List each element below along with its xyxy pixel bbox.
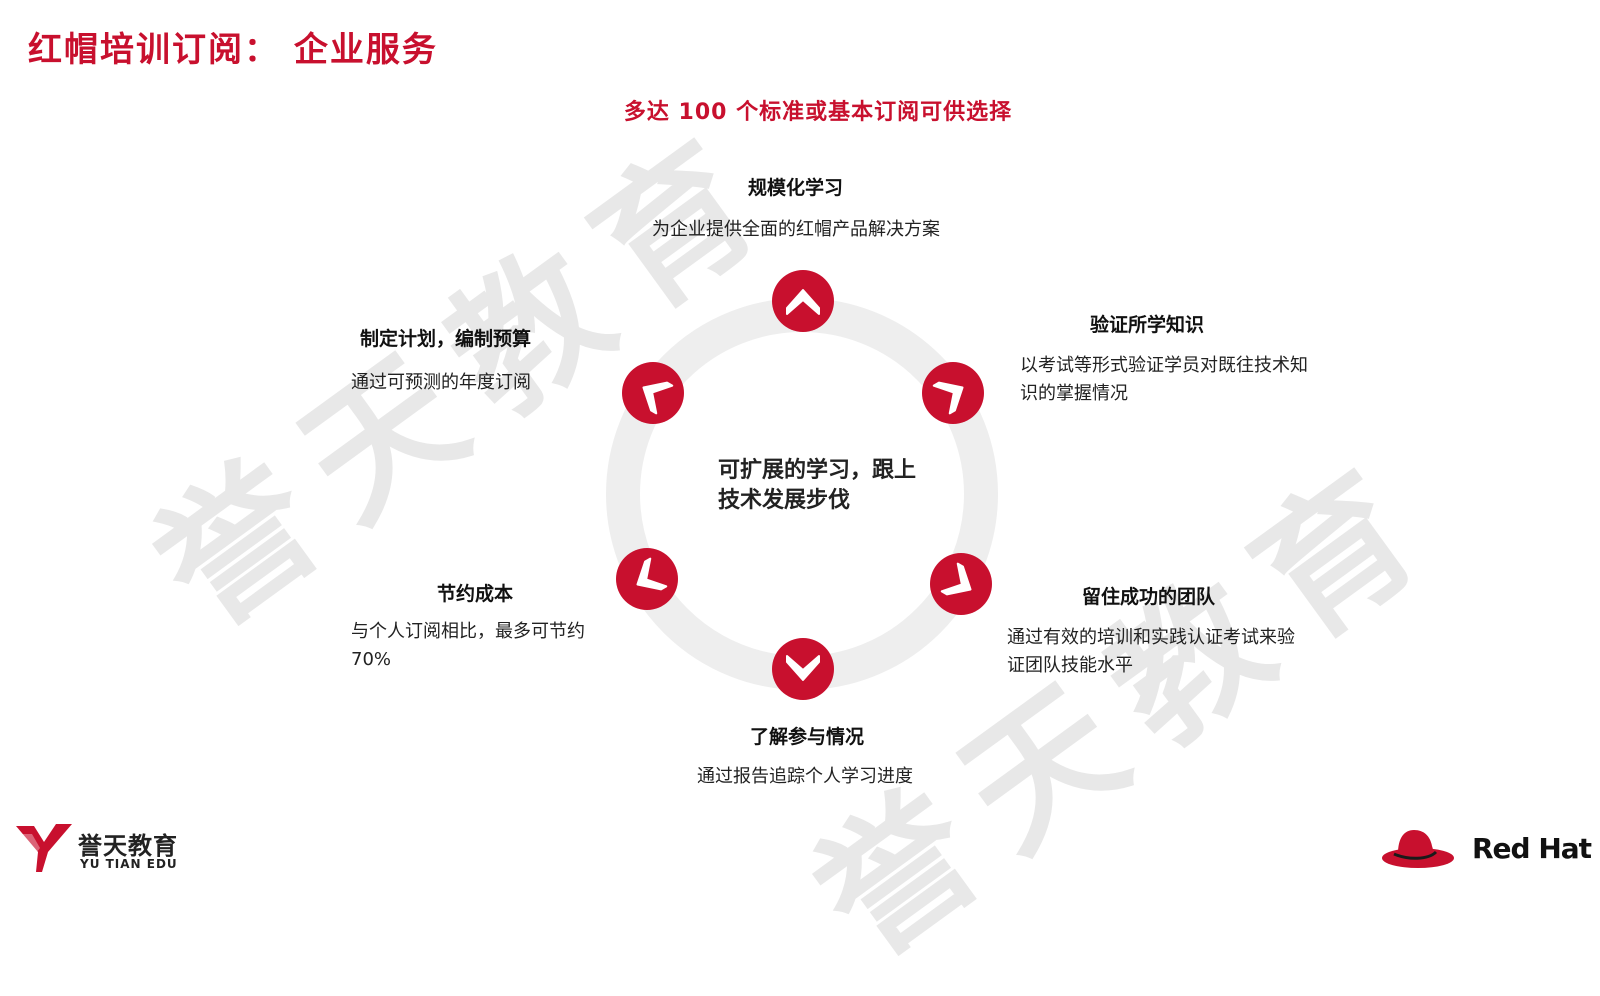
item-retain-text: 通过有效的培训和实践认证考试来验证团队技能水平 (1007, 627, 1295, 676)
item-engage-text: 通过报告追踪个人学习进度 (697, 766, 913, 787)
center-caption: 可扩展的学习，跟上技术发展步伐 (718, 458, 917, 513)
chevron-down-right-icon (940, 562, 972, 596)
item-retain-heading: 留住成功的团队 (1082, 586, 1216, 608)
item-save-text: 与个人订阅相比，最多可节约70% (351, 621, 585, 670)
node-save (616, 548, 678, 610)
item-scale-text: 为企业提供全面的红帽产品解决方案 (652, 219, 940, 240)
redhat-logo-name: Red Hat (1472, 832, 1592, 865)
item-scale-heading: 规模化学习 (748, 177, 844, 199)
page-subtitle: 多达 100 个标准或基本订阅可供选择 (623, 100, 1013, 125)
yutian-logo-subtitle: YU TIAN EDU (80, 857, 178, 871)
node-plan (622, 362, 684, 424)
node-scale (772, 270, 834, 332)
item-verify-heading: 验证所学知识 (1090, 314, 1205, 336)
redhat-fedora-icon (1382, 830, 1454, 868)
item-save-heading: 节约成本 (437, 583, 514, 605)
yutian-logo-name: 誉天教育 (78, 832, 178, 860)
chevron-up-icon (786, 289, 820, 315)
yutian-logo-icon (16, 824, 72, 872)
page-title: 红帽培训订阅： 企业服务 (28, 30, 438, 70)
item-plan-heading: 制定计划，编制预算 (360, 328, 532, 350)
node-engage (772, 638, 834, 700)
chevron-down-left-icon (636, 557, 668, 591)
item-engage-heading: 了解参与情况 (750, 726, 865, 748)
node-retain (930, 553, 992, 615)
chevron-down-icon (786, 655, 820, 681)
node-verify (922, 362, 984, 424)
item-verify-text: 以考试等形式验证学员对既往技术知识的掌握情况 (1020, 355, 1308, 404)
chevron-up-right-icon (932, 381, 964, 415)
item-plan-text: 通过可预测的年度订阅 (351, 372, 531, 393)
chevron-up-left-icon (642, 381, 674, 415)
